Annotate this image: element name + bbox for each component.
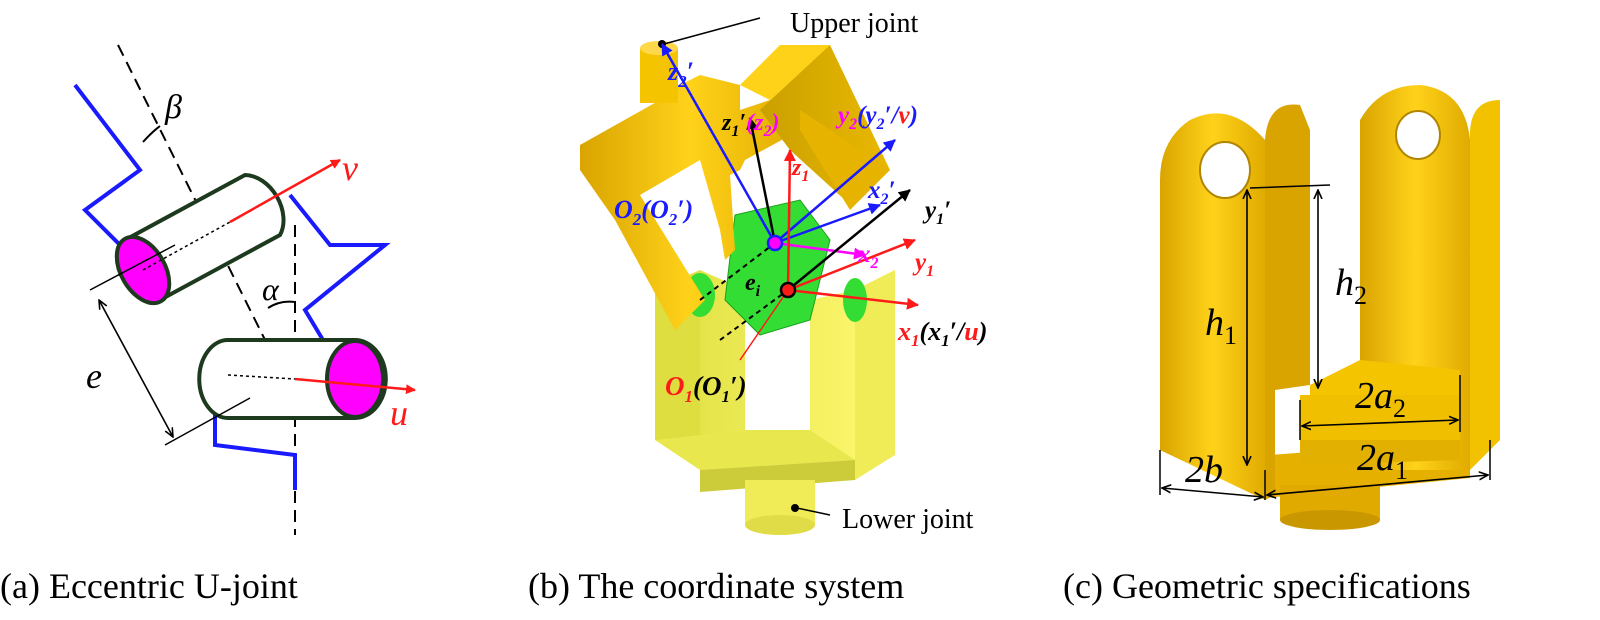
y2-label: y2(y2′/v) (835, 102, 918, 133)
ei-label: ei (745, 270, 761, 300)
x2-label: x2 (857, 241, 879, 272)
beta-label: β (164, 89, 182, 126)
u-label: u (390, 393, 408, 433)
panel-c-diagram (1159, 85, 1500, 530)
2a2-label: 2a2 (1355, 375, 1406, 423)
x2-prime-label: x2′ (867, 177, 896, 208)
caption-b: (b) The coordinate system (528, 566, 904, 606)
e-label: e (86, 356, 102, 396)
z2-prime-label: z2′ (667, 57, 694, 91)
panel-b-diagram (580, 17, 919, 535)
h2-label: h2 (1335, 262, 1367, 310)
lower-joint-label: Lower joint (842, 504, 974, 535)
z1-label: z1 (791, 155, 809, 185)
2a1-label: 2a1 (1357, 437, 1408, 485)
panel-a-diagram (73, 44, 416, 535)
o2-label: O2(O2′) (614, 195, 693, 229)
y1-label: y1 (912, 249, 934, 280)
2b-label: 2b (1185, 449, 1223, 491)
v-label: v (342, 148, 358, 188)
h1-label: h1 (1205, 302, 1237, 350)
x1-label: x1(x1′/u) (897, 317, 987, 350)
upper-joint-label: Upper joint (790, 8, 919, 39)
caption-c: (c) Geometric specifications (1063, 566, 1471, 606)
z1-prime-z2-label: z1′(z2) (721, 110, 779, 140)
caption-a: (a) Eccentric U-joint (0, 566, 298, 606)
y1-prime-label: y1′ (922, 197, 951, 228)
o1-label: O1(O1′) (665, 371, 747, 406)
alpha-label: α (262, 271, 280, 307)
